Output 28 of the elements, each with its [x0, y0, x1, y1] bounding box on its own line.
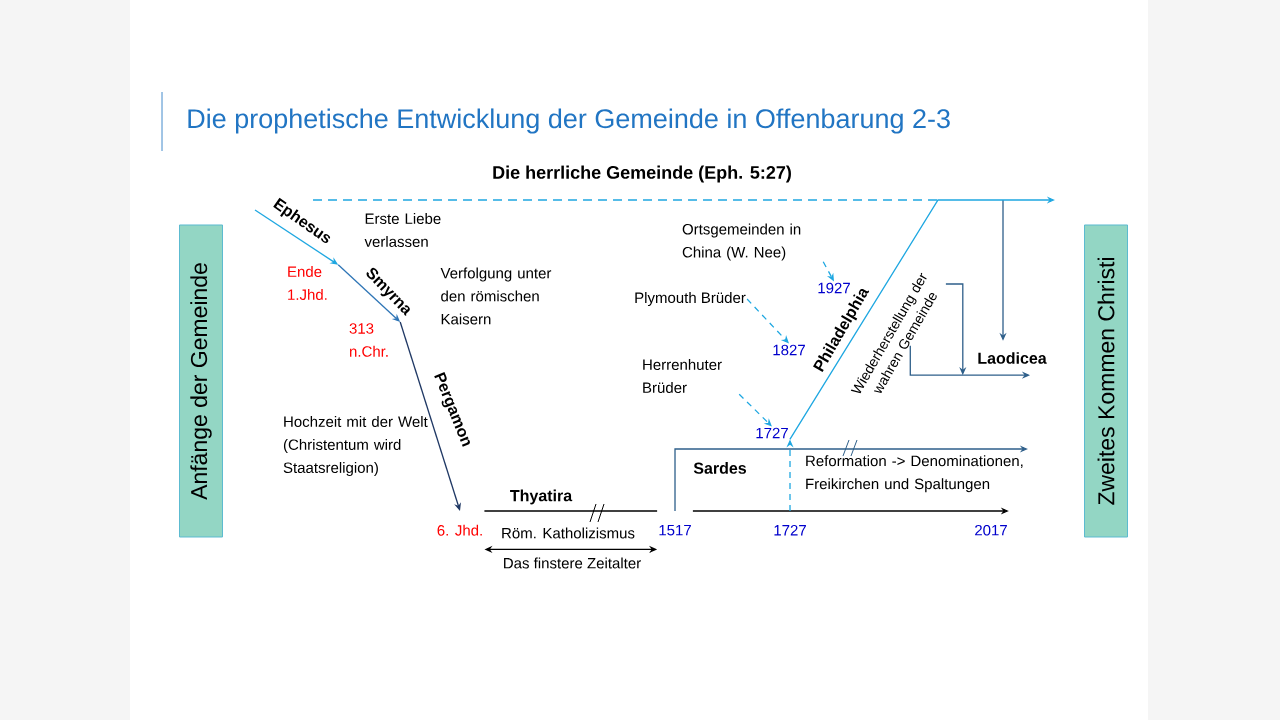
- edge-label: Das finstere Zeitalter: [504, 557, 641, 569]
- church-label: Laodicea: [978, 352, 1047, 364]
- year-label: 1827: [773, 344, 805, 356]
- side-box: Anfänge der Gemeinde: [179, 224, 223, 538]
- year-label: 2017: [975, 524, 1007, 536]
- note-text: Plymouth Brüder: [635, 292, 746, 306]
- note-text: Reformation -> Denominationen, Freikirchen und Spaltungen: [806, 455, 1023, 493]
- heading-text: Die herrliche Gemeinde (Eph. 5:27): [493, 165, 791, 183]
- year-label: 1727: [774, 524, 806, 536]
- side-box: Zweites Kommen Christi: [1084, 224, 1128, 538]
- arrow: [738, 393, 772, 427]
- year-label: 1727: [756, 427, 788, 439]
- note-text: Herrenhuter Brüder: [643, 359, 722, 393]
- arrow: [399, 321, 461, 511]
- slide-title: Die prophetische Entwicklung der Gemeinde in Offenbarung 2-3: [188, 108, 950, 134]
- note-text: Verfolgung unter den römischen Kaisern: [440, 267, 552, 325]
- note-text: Röm. Katholizismus: [502, 527, 635, 539]
- year-label: 1517: [659, 524, 691, 536]
- edge-label: Thyatira: [510, 489, 573, 505]
- note-text: Erste Liebe verlassen: [364, 213, 441, 247]
- edge-label: Sardes: [693, 462, 746, 474]
- note-text: Ortsgemeinden in China (W. Nee): [682, 223, 801, 261]
- date-label: 313 n.Chr.: [349, 323, 388, 357]
- date-label: Ende 1.Jhd.: [288, 266, 327, 300]
- arrow: [674, 445, 1028, 512]
- note-text: Hochzeit mit der Welt (Christentum wird Staatsreligion): [283, 416, 428, 476]
- arrow: [789, 196, 1055, 441]
- date-label: 6. Jhd.: [437, 524, 482, 536]
